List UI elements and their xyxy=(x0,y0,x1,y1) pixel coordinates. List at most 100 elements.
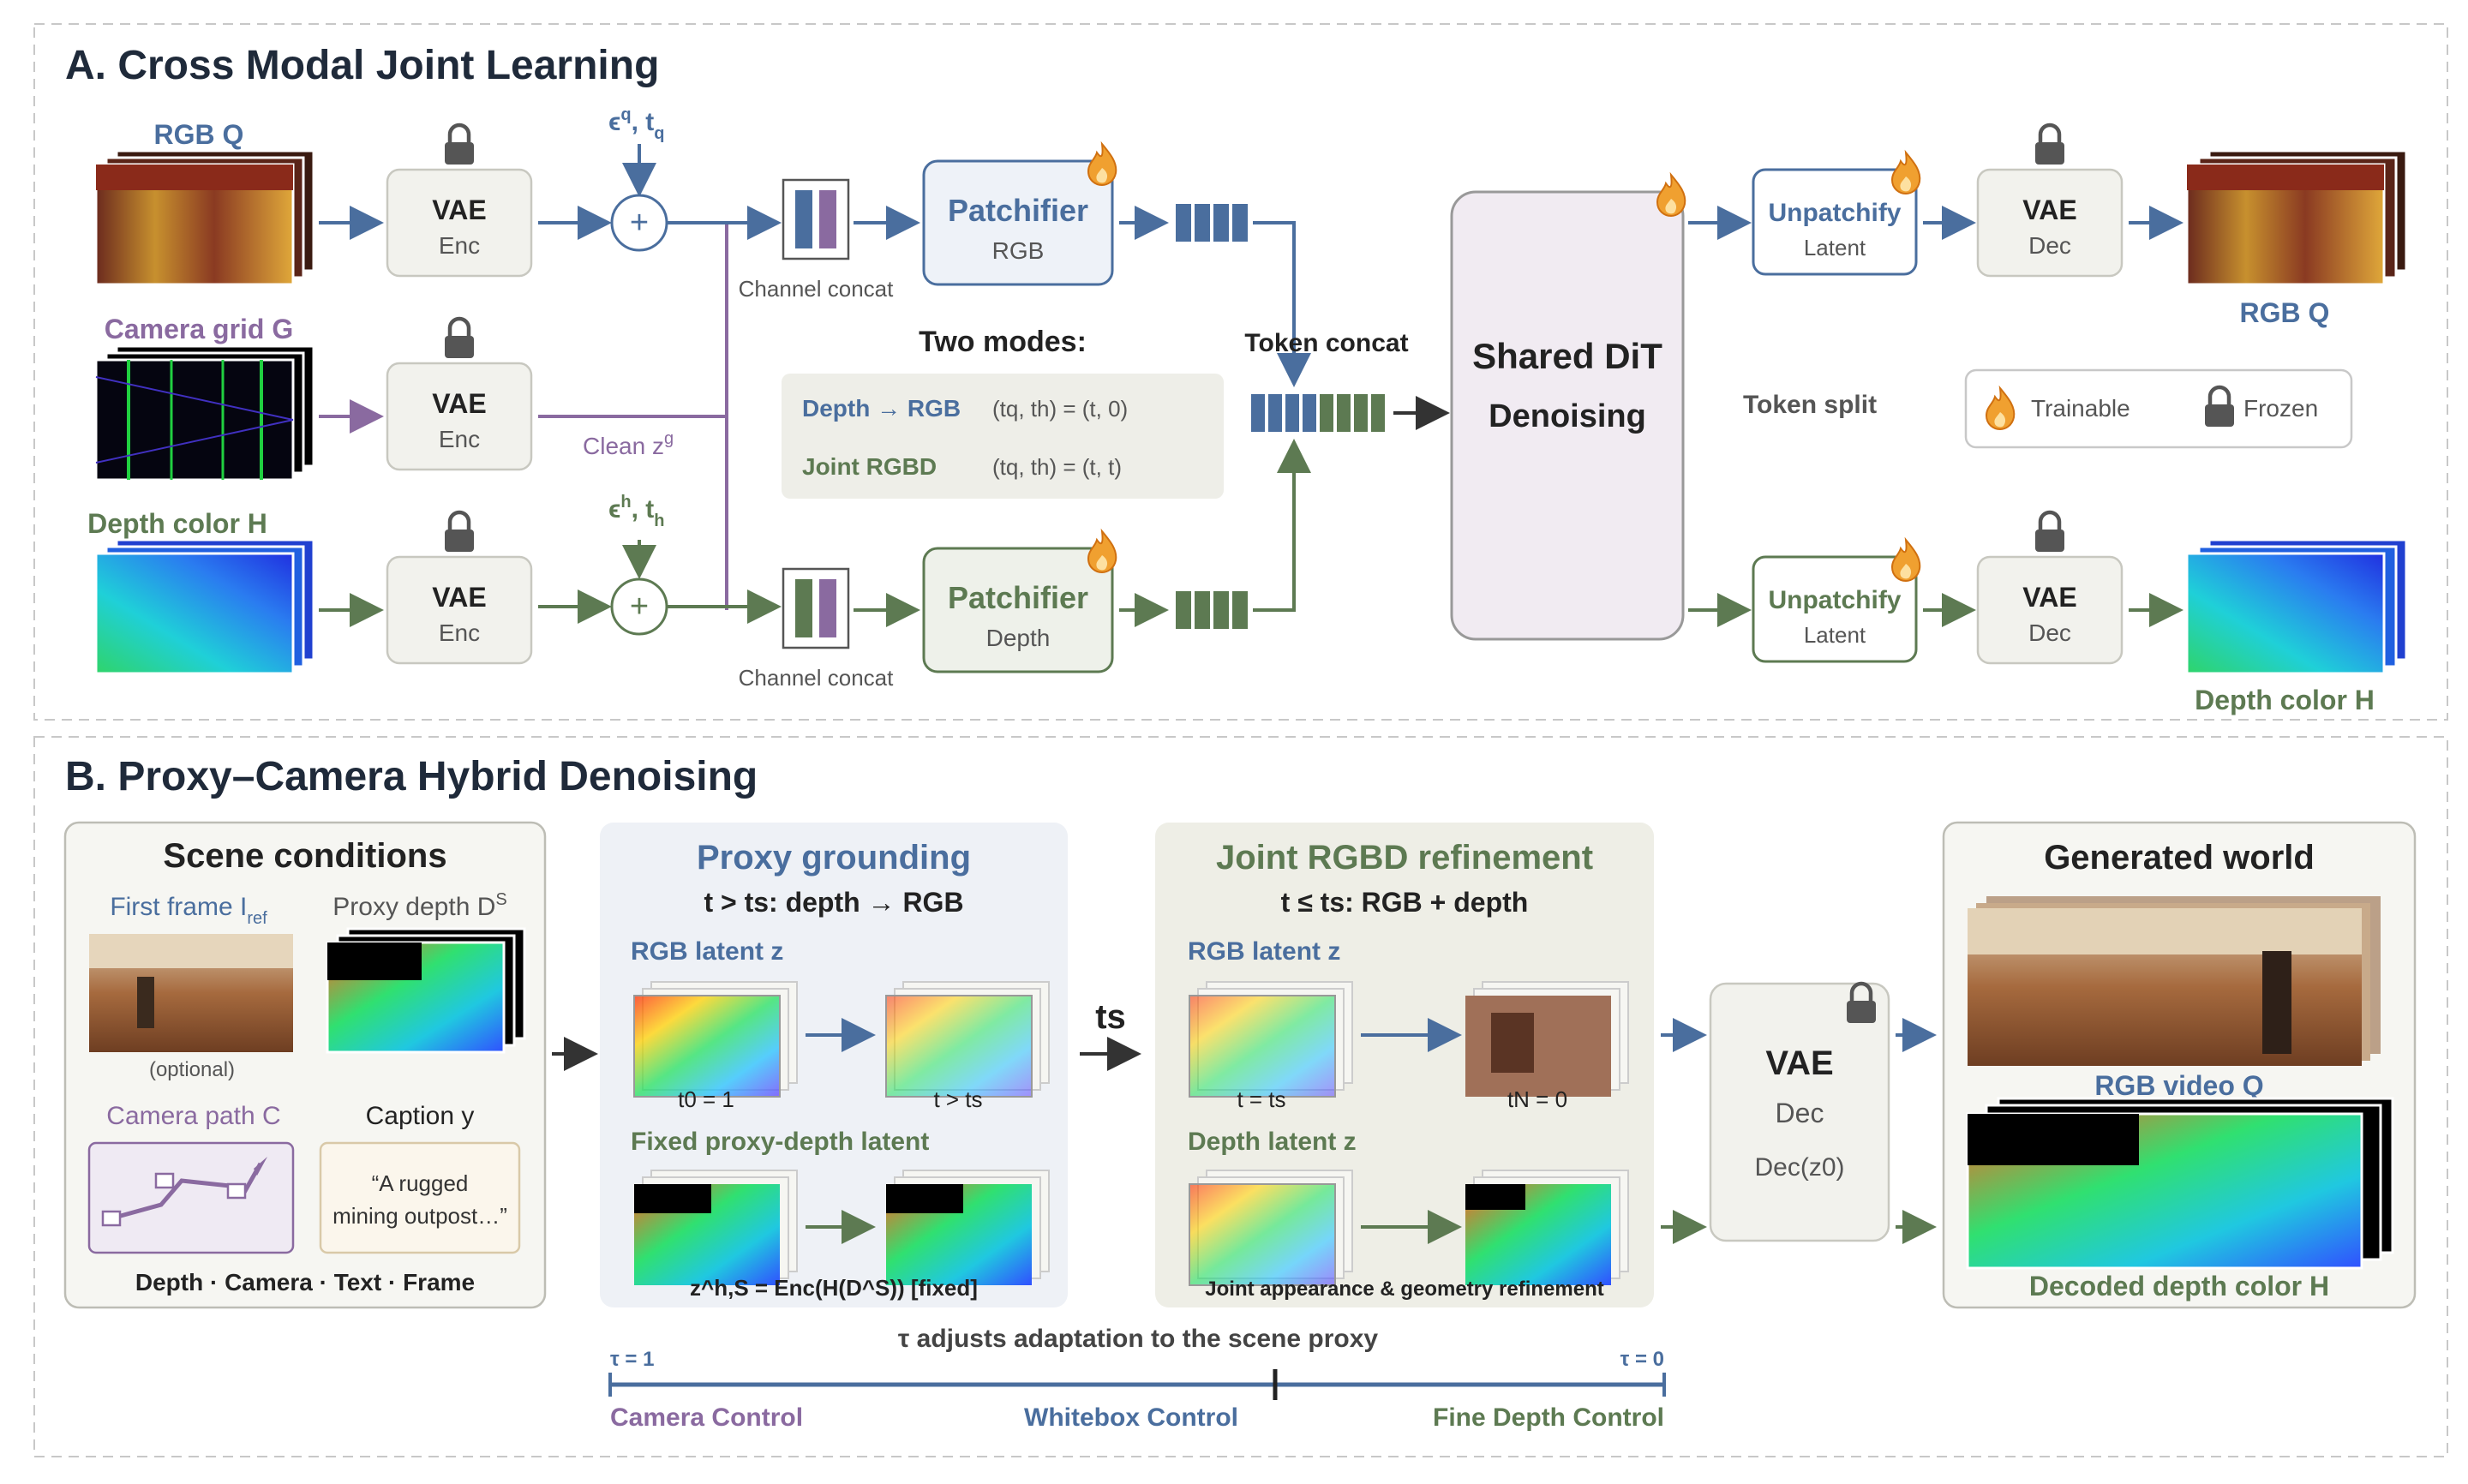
depth-output-image xyxy=(2185,538,2408,675)
t-gt-label: t > ts xyxy=(933,1086,982,1112)
camera-grid-image xyxy=(94,344,315,482)
mode-depth-rgb-eq: (tq, th) = (t, 0) xyxy=(992,396,1128,422)
svg-text:mining outpost…”: mining outpost…” xyxy=(332,1203,507,1229)
rgb-video-label: RGB video Q xyxy=(2094,1070,2263,1101)
depth-latent-label: Depth latent z xyxy=(1188,1128,1357,1156)
generated-depth-video xyxy=(1966,1097,2394,1270)
tau-0: τ = 0 xyxy=(1620,1348,1664,1371)
mode-depth-rgb: Depth → RGB xyxy=(802,395,961,422)
svg-text:VAE: VAE xyxy=(2022,194,2076,225)
joint-refinement-title: Joint RGBD refinement xyxy=(1216,839,1593,877)
mode-joint-rgbd-eq: (tq, th) = (t, t) xyxy=(992,454,1122,480)
vae-dec-b: VAE Dec Dec(z0) xyxy=(1709,984,1890,1242)
token-split-label: Token split xyxy=(1743,391,1877,419)
mode-joint-rgbd: Joint RGBD xyxy=(802,453,937,480)
vae-enc-rgb: VAE Enc xyxy=(386,125,533,278)
tn-label: tN = 0 xyxy=(1507,1086,1567,1112)
channel-concat-rgb xyxy=(782,178,850,260)
proxy-depth-latent-a xyxy=(634,1170,798,1285)
concat-tokens xyxy=(1251,394,1385,432)
caption-y-label: Caption y xyxy=(366,1102,475,1130)
first-frame-image xyxy=(89,934,293,1052)
noisy-latent-t0 xyxy=(633,981,798,1098)
noisy-latent-t-gt xyxy=(885,981,1050,1098)
section-a-frame xyxy=(33,23,2448,721)
svg-text:Unpatchify: Unpatchify xyxy=(1768,199,1901,227)
svg-text:Dec: Dec xyxy=(1776,1098,1824,1128)
proxy-depth-label: Proxy depth DS xyxy=(332,890,506,921)
svg-text:Latent: Latent xyxy=(1804,622,1866,648)
tau-1: τ = 1 xyxy=(610,1348,654,1371)
generated-world-title: Generated world xyxy=(2044,839,2315,877)
rgb-output-image xyxy=(2185,149,2408,286)
clean-latent-rgb xyxy=(1465,981,1629,1097)
token-concat-label: Token concat xyxy=(1244,329,1408,357)
svg-text:Dec: Dec xyxy=(2028,619,2071,646)
tau-title: τ adjusts adaptation to the scene proxy xyxy=(898,1325,1378,1353)
fixed-proxy-label: Fixed proxy-depth latent xyxy=(631,1128,929,1156)
clean-depth-latent xyxy=(1465,1170,1629,1285)
svg-text:Dec(z0): Dec(z0) xyxy=(1754,1153,1844,1182)
noisy-depth-latent xyxy=(1189,1170,1353,1286)
scene-conditions-title: Scene conditions xyxy=(163,837,446,875)
patchifier-rgb: Patchifier RGB xyxy=(922,143,1117,286)
channel-concat-label-top: Channel concat xyxy=(739,276,894,302)
svg-text:VAE: VAE xyxy=(432,582,486,613)
svg-text:Unpatchify: Unpatchify xyxy=(1768,586,1901,614)
svg-text:VAE: VAE xyxy=(2022,582,2076,613)
proxy-depth-image xyxy=(326,927,526,1054)
noisy-latent-t-eq xyxy=(1189,981,1353,1098)
rgb-latent-label-b: RGB latent z xyxy=(1188,937,1340,966)
scene-footer: Depth · Camera · Text · Frame xyxy=(135,1269,475,1296)
depth-tokens xyxy=(1176,591,1248,629)
svg-text:+: + xyxy=(630,205,649,241)
svg-text:Shared DiT: Shared DiT xyxy=(1472,336,1662,376)
vae-enc-depth: VAE Enc xyxy=(386,512,533,665)
proxy-grounding-title: Proxy grounding xyxy=(697,839,971,877)
caption-box: “A rugged mining outpost…” xyxy=(319,1141,521,1254)
vae-dec-depth: VAE Dec xyxy=(1976,512,2124,665)
two-modes-box xyxy=(782,374,1224,499)
channel-concat-depth xyxy=(782,567,850,649)
svg-text:+: + xyxy=(630,589,649,625)
noise-h-label: ϵh, th xyxy=(608,493,664,530)
whitebox-control-label: Whitebox Control xyxy=(1024,1403,1238,1432)
clean-z-label: Clean zg xyxy=(583,429,674,459)
legend-frozen: Frozen xyxy=(2243,395,2318,422)
noise-q-label: ϵq, tq xyxy=(608,105,664,143)
decoded-depth-label: Decoded depth color H xyxy=(2029,1271,2329,1301)
legend: Trainable Frozen xyxy=(1964,368,2353,449)
vae-enc-camera: VAE Enc xyxy=(386,319,533,471)
proxy-depth-latent-b xyxy=(886,1170,1050,1285)
svg-text:“A rugged: “A rugged xyxy=(372,1170,469,1196)
first-frame-label: First frame Iref xyxy=(110,893,267,928)
svg-text:VAE: VAE xyxy=(432,194,486,225)
unpatchify-depth: Unpatchify Latent xyxy=(1752,539,1921,663)
svg-text:Patchifier: Patchifier xyxy=(948,580,1088,615)
svg-text:Latent: Latent xyxy=(1804,235,1866,260)
camera-control-label: Camera Control xyxy=(610,1403,803,1432)
t-eq-label: t = ts xyxy=(1237,1086,1285,1112)
svg-text:RGB: RGB xyxy=(992,237,1045,264)
svg-text:Enc: Enc xyxy=(439,232,480,259)
proxy-grounding-cond: t > ts: depth → RGB xyxy=(704,887,963,918)
svg-text:VAE: VAE xyxy=(432,388,486,419)
rgb-output-label: RGB Q xyxy=(2240,297,2330,328)
t0-label: t0 = 1 xyxy=(678,1086,734,1112)
svg-text:Enc: Enc xyxy=(439,619,480,646)
generated-rgb-video xyxy=(1968,896,2381,1066)
optional-label: (optional) xyxy=(149,1058,235,1081)
svg-text:Denoising: Denoising xyxy=(1489,398,1646,434)
channel-concat-label-bottom: Channel concat xyxy=(739,665,894,691)
section-a-title: A. Cross Modal Joint Learning xyxy=(65,43,659,88)
unpatchify-rgb: Unpatchify Latent xyxy=(1752,152,1921,276)
svg-text:Depth: Depth xyxy=(986,625,1051,651)
section-b-title: B. Proxy–Camera Hybrid Denoising xyxy=(65,754,758,799)
rgb-latent-label-a: RGB latent z xyxy=(631,937,783,966)
camera-input-label: Camera grid G xyxy=(105,314,294,344)
rgb-input-label: RGB Q xyxy=(154,119,244,150)
vae-dec-rgb: VAE Dec xyxy=(1976,125,2124,278)
rgb-tokens xyxy=(1176,204,1248,242)
depth-input-image xyxy=(94,538,315,675)
two-modes-title: Two modes: xyxy=(919,326,1087,358)
